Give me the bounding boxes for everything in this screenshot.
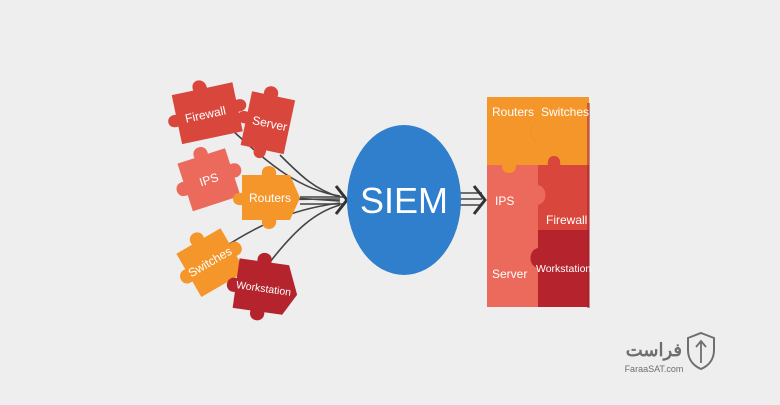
tile-label: Server [492,267,527,281]
brand-url: FaraaSAT.com [625,364,684,374]
tile-label: Firewall [546,213,587,227]
tile-label: IPS [495,194,514,208]
chevron-right-icon [472,185,487,215]
brand-logo: فراست FaraaSAT.com [625,331,715,374]
line-workstation [269,204,341,263]
puzzle-tile-routers [487,97,538,174]
tile-label: Routers [492,105,534,119]
puzzle-tile-server [487,230,538,307]
puzzle-piece-switches: Switches [176,228,246,298]
puzzle-piece-server: Server [237,86,296,158]
puzzle-piece-firewall: Firewall [168,80,247,145]
tile-label: Switches [541,105,589,119]
chevron-right-icon [334,185,349,215]
siem-label: SIEM [360,180,448,221]
piece-label: IPS [198,170,221,189]
shield-icon [687,331,715,371]
puzzle-tile-ips [487,165,546,230]
puzzle-piece-workstation: Workstation [226,252,298,321]
puzzle-tile-switches [530,97,589,165]
puzzle-piece-routers: Routers [233,166,300,229]
puzzle-tile-firewall [538,156,589,230]
puzzle-piece-ips: IPS [176,146,242,212]
siem-circle [347,125,461,275]
line-server [279,154,341,198]
puzzle-tile-workstation [530,230,589,307]
brand-name: فراست [626,340,682,361]
tile-label: Workstation [536,263,591,275]
assembled-puzzle: Routers Switches IPS Firewall Server Wor… [487,97,591,308]
piece-label: Routers [249,191,291,205]
